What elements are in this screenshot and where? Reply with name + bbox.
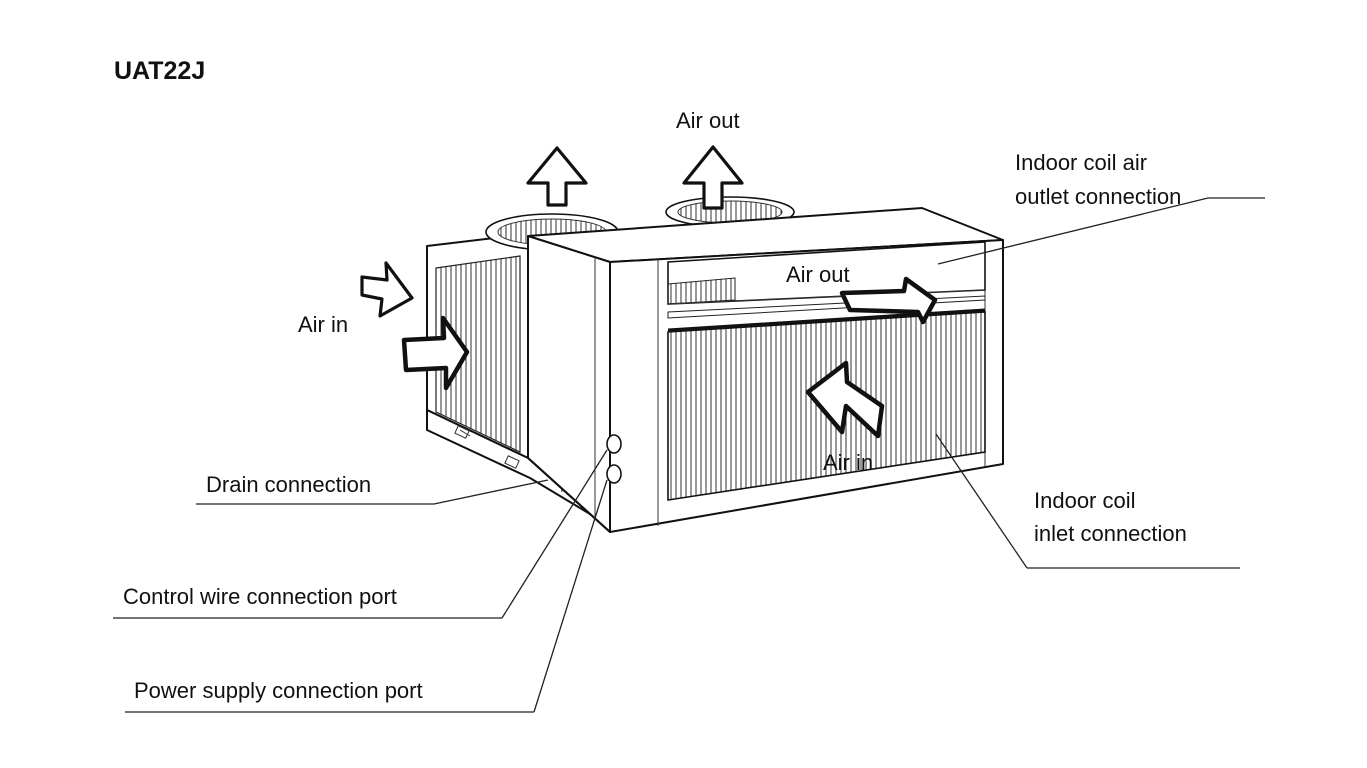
label-air-out-top: Air out — [676, 108, 740, 133]
power-supply-port — [606, 464, 622, 484]
air-out-panel-arrow — [839, 276, 938, 325]
label-drain: Drain connection — [206, 472, 371, 497]
air-out-up-arrow-left — [526, 146, 588, 207]
air-in-left-arrow-upper — [360, 261, 414, 318]
leader-lines — [113, 197, 1265, 713]
label-indoor-inlet-1: Indoor coil — [1034, 488, 1136, 513]
air-in-left-arrow-lower — [401, 315, 470, 391]
label-indoor-outlet-2: outlet connection — [1015, 184, 1181, 209]
control-wire-port — [606, 434, 622, 454]
unit-drawing — [426, 196, 1004, 533]
label-control-wire: Control wire connection port — [123, 584, 397, 609]
air-out-up-arrow-right — [682, 145, 744, 210]
diagram-title: UAT22J — [114, 57, 205, 85]
air-in-front-arrow — [805, 360, 885, 439]
label-air-in-left: Air in — [298, 312, 348, 337]
label-indoor-inlet-2: inlet connection — [1034, 521, 1187, 546]
label-air-out-panel: Air out — [786, 262, 850, 287]
unit-side-panel — [527, 235, 611, 533]
label-air-in-front: Air in — [823, 450, 873, 475]
label-power-supply: Power supply connection port — [134, 678, 423, 703]
label-indoor-outlet-1: Indoor coil air — [1015, 150, 1147, 175]
